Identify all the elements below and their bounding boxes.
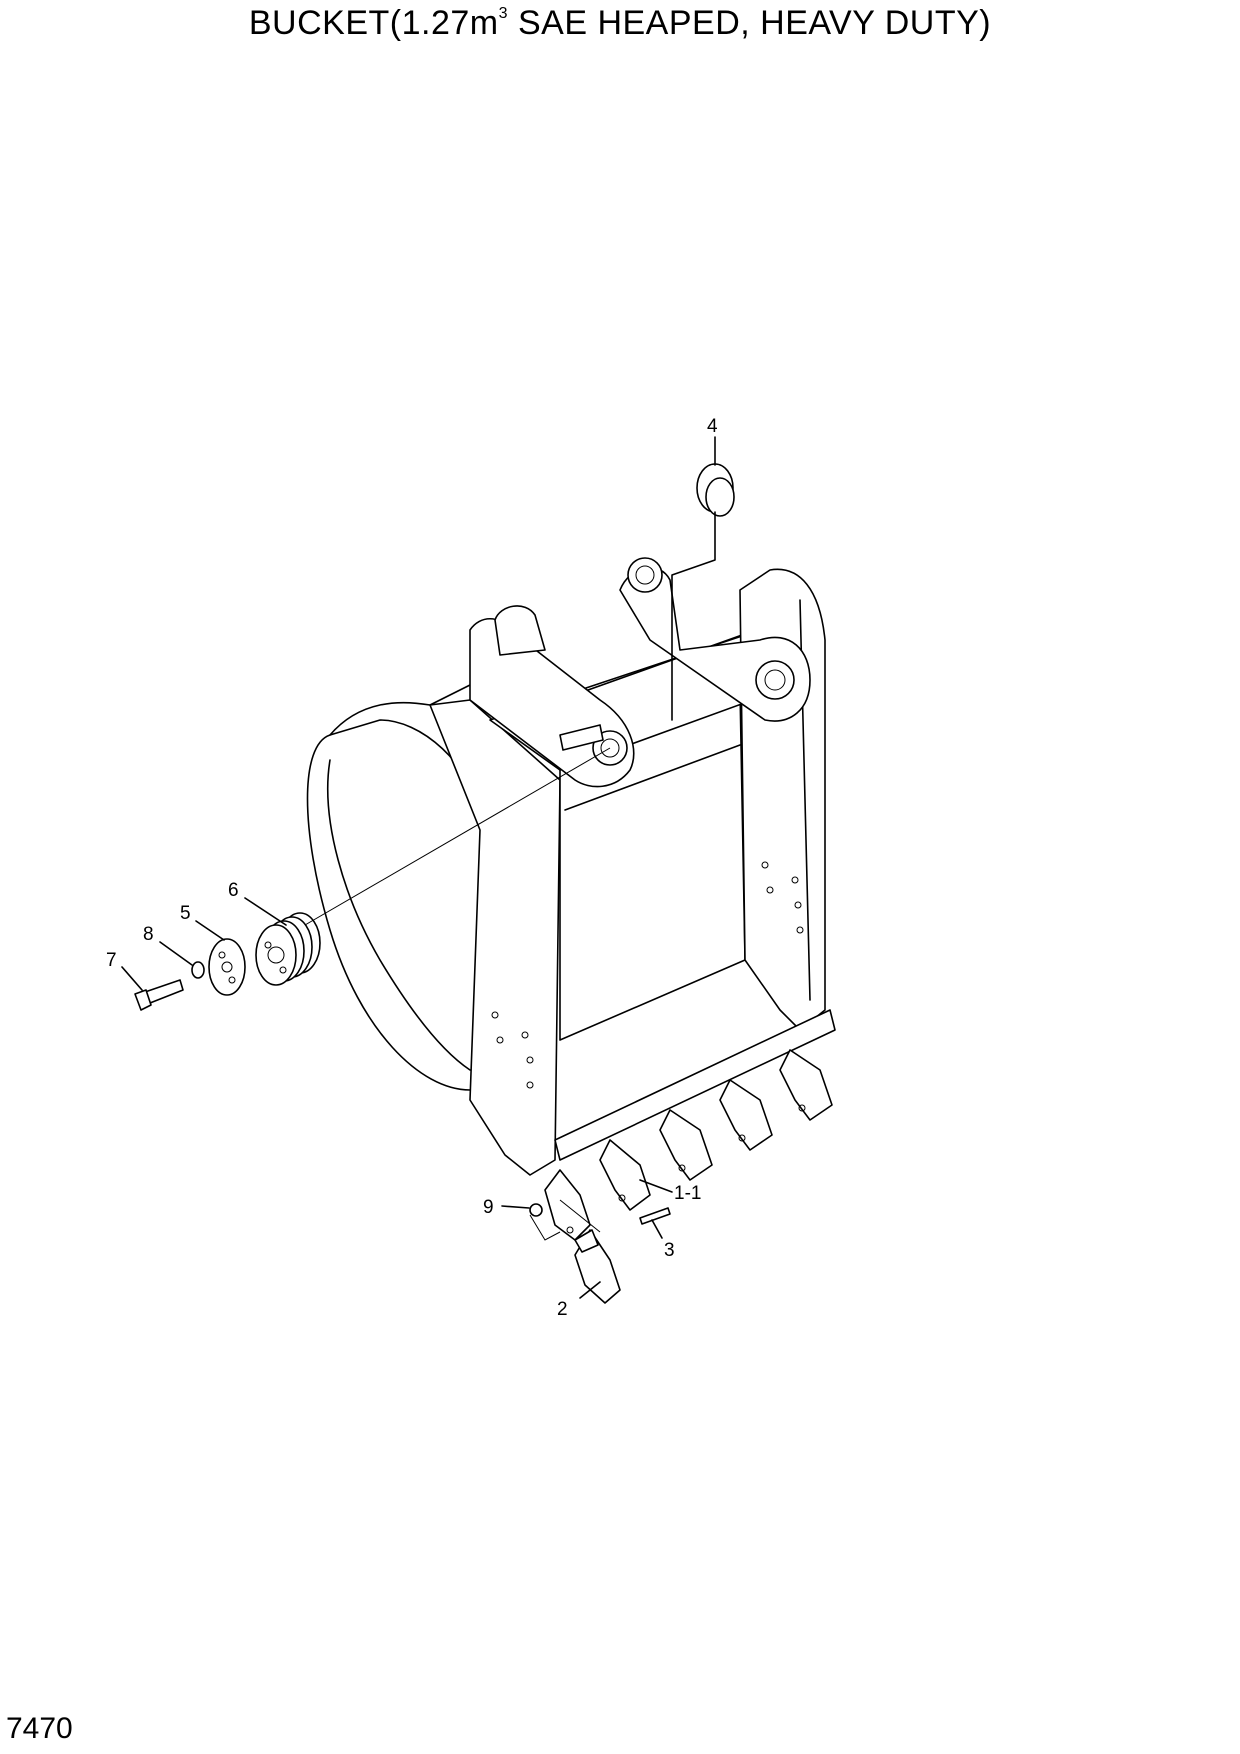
callout-3: 3	[664, 1240, 675, 1261]
part-tooth-2	[529, 1199, 621, 1304]
part-bolt-7	[134, 979, 184, 1011]
callout-6: 6	[228, 880, 239, 901]
part-washer-8	[191, 961, 205, 979]
part-bushing-4	[671, 463, 735, 721]
diagram-title: BUCKET(1.27m3 SAE HEAPED, HEAVY DUTY)	[0, 4, 1240, 43]
part-plate-5	[208, 938, 246, 996]
callout-8: 8	[143, 924, 154, 945]
callout-4: 4	[707, 416, 718, 437]
bucket-body	[306, 557, 836, 1176]
callout-9: 9	[483, 1197, 494, 1218]
bucket-teeth	[544, 1049, 833, 1241]
callout-1-1: 1-1	[674, 1183, 701, 1204]
page-number: 7470	[6, 1712, 73, 1745]
callout-2: 2	[557, 1299, 568, 1320]
callout-5: 5	[180, 903, 191, 924]
title-prefix: BUCKET(1.27m	[248, 4, 499, 42]
callout-leaders	[121, 436, 716, 1299]
title-suffix: SAE HEAPED, HEAVY DUTY)	[508, 4, 992, 42]
callout-7: 7	[106, 950, 117, 971]
part-nut-9	[529, 1203, 543, 1217]
part-shim-6	[255, 747, 611, 986]
part-pin-3	[639, 1207, 671, 1225]
title-superscript: 3	[498, 4, 509, 22]
